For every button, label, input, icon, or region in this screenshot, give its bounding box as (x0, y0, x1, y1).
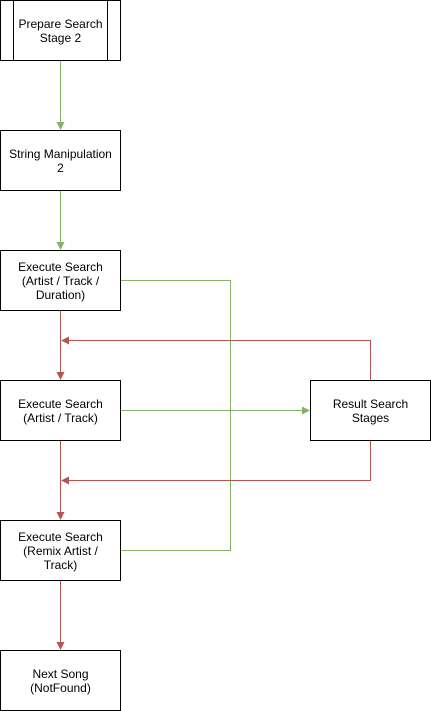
node-execute-search-artist-track-label: Execute Search (Artist / Track) (18, 396, 103, 425)
node-result-search-label: Result Search Stages (332, 396, 409, 425)
edge-result-back-upper (61, 336, 371, 380)
node-prepare-search[interactable]: Prepare Search Stage 2 (0, 0, 121, 61)
edge-execute-full-to-remix-loop (120, 280, 231, 551)
node-prepare-search-label: Prepare Search Stage 2 (18, 16, 103, 45)
node-execute-search-remix-label: Execute Search (Remix Artist / Track) (18, 529, 103, 572)
node-next-song[interactable]: Next Song (NotFound) (0, 650, 121, 711)
edge-result-back-lower (61, 440, 371, 485)
node-string-manipulation[interactable]: String Manipulation 2 (0, 130, 121, 191)
node-execute-search-full-label: Execute Search (Artist / Track / Duratio… (18, 259, 103, 302)
node-execute-search-full[interactable]: Execute Search (Artist / Track / Duratio… (0, 250, 121, 311)
node-execute-search-remix[interactable]: Execute Search (Remix Artist / Track) (0, 520, 121, 581)
node-execute-search-artist-track[interactable]: Execute Search (Artist / Track) (0, 380, 121, 441)
node-result-search[interactable]: Result Search Stages (310, 380, 431, 441)
node-string-manipulation-label: String Manipulation 2 (9, 146, 112, 175)
node-next-song-label: Next Song (NotFound) (30, 666, 91, 695)
